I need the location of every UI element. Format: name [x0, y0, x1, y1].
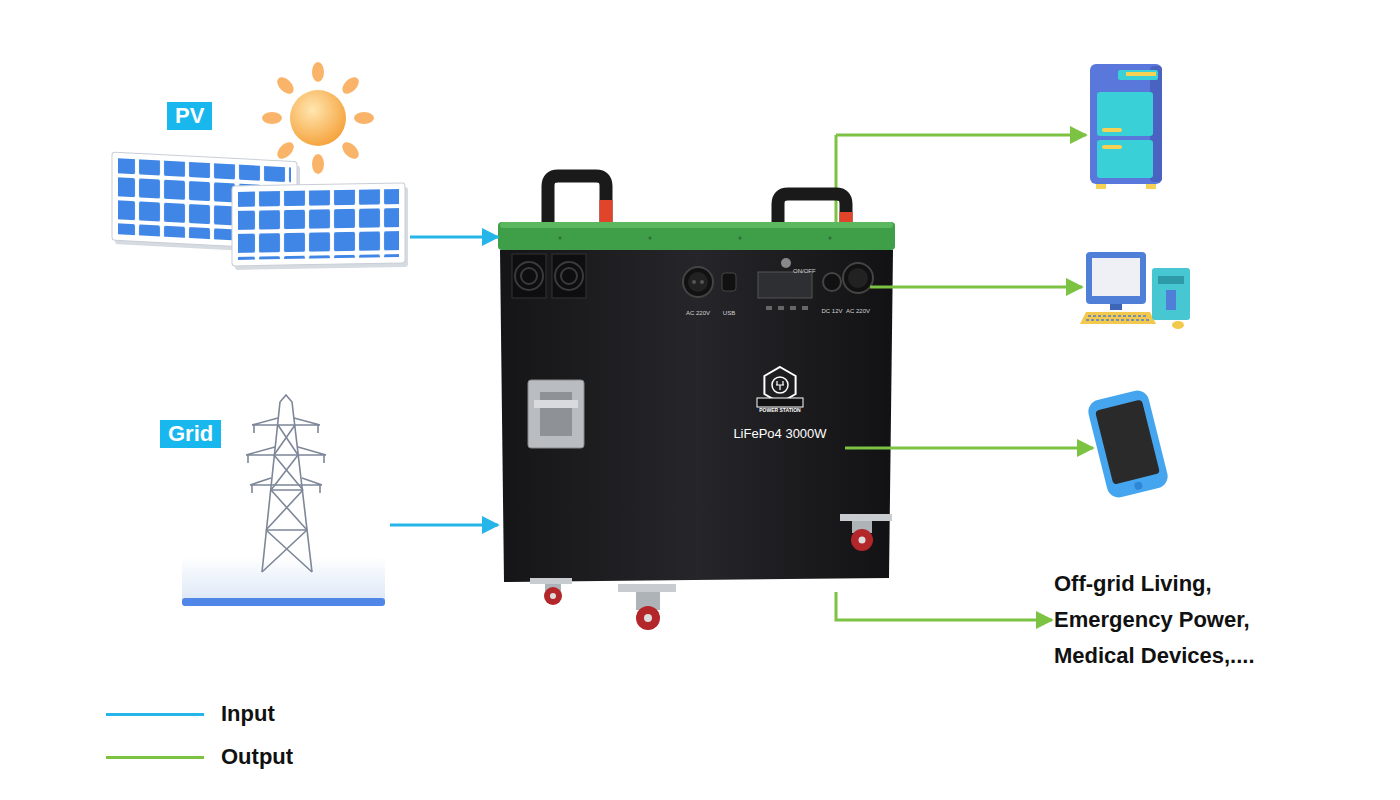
- legend-line: [106, 756, 204, 759]
- port-label-slot: ON/OFF: [793, 259, 823, 277]
- output-line: [836, 135, 1086, 232]
- legend-text: Input: [221, 700, 275, 728]
- computer-icon: [1080, 252, 1190, 329]
- text-slot: Off-grid Living, Emergency Power, Medica…: [1054, 566, 1298, 674]
- text-slot: PV: [167, 102, 212, 130]
- logo-text: POWER STATION: [759, 406, 800, 415]
- port-label: AC 220V: [846, 308, 870, 315]
- sun-icon: [262, 62, 374, 174]
- output-line: [845, 287, 1093, 448]
- port-label: AC 220V: [686, 310, 710, 317]
- legend-line: [106, 713, 204, 716]
- legend-item: Output: [106, 741, 293, 773]
- source-label: Grid: [160, 420, 221, 448]
- power-station-illustration: [498, 176, 895, 630]
- application-text: Off-grid Living, Emergency Power, Medica…: [1054, 566, 1298, 674]
- text-slot: LiFePo4 3000W: [720, 424, 840, 442]
- grid-source: Grid: [158, 398, 390, 650]
- port-label-slot: DC 12V: [817, 299, 847, 317]
- port-label-slot: AC 220V: [683, 301, 713, 319]
- port-label-slot: AC 220V: [843, 299, 873, 317]
- text-slot: Grid: [160, 420, 221, 448]
- port-label-slot: USB: [714, 301, 744, 319]
- flow-arrow: [410, 236, 498, 239]
- fridge-icon: [1090, 64, 1162, 189]
- legend-text: Output: [221, 743, 293, 771]
- model-label: LiFePo4 3000W: [733, 426, 826, 442]
- port-label: ON/OFF: [793, 268, 816, 275]
- port-label: USB: [723, 310, 735, 317]
- port-label: DC 12V: [821, 308, 842, 315]
- flow-arrow: [836, 592, 1052, 620]
- legend-item: Input: [106, 698, 275, 730]
- grid-platform: [182, 556, 385, 606]
- pylon-icon: [246, 395, 326, 572]
- pv-source: PV: [105, 98, 410, 273]
- phone-icon: [1086, 388, 1170, 500]
- text-slot: POWER STATION: [757, 398, 803, 416]
- application-list: Off-grid Living, Emergency Power, Medica…: [1054, 562, 1298, 678]
- power-station: POWER STATION LiFePo4 3000W: [498, 222, 895, 592]
- flow-arrow: [390, 524, 498, 527]
- solar-panel: [232, 183, 408, 270]
- source-label: PV: [167, 102, 212, 130]
